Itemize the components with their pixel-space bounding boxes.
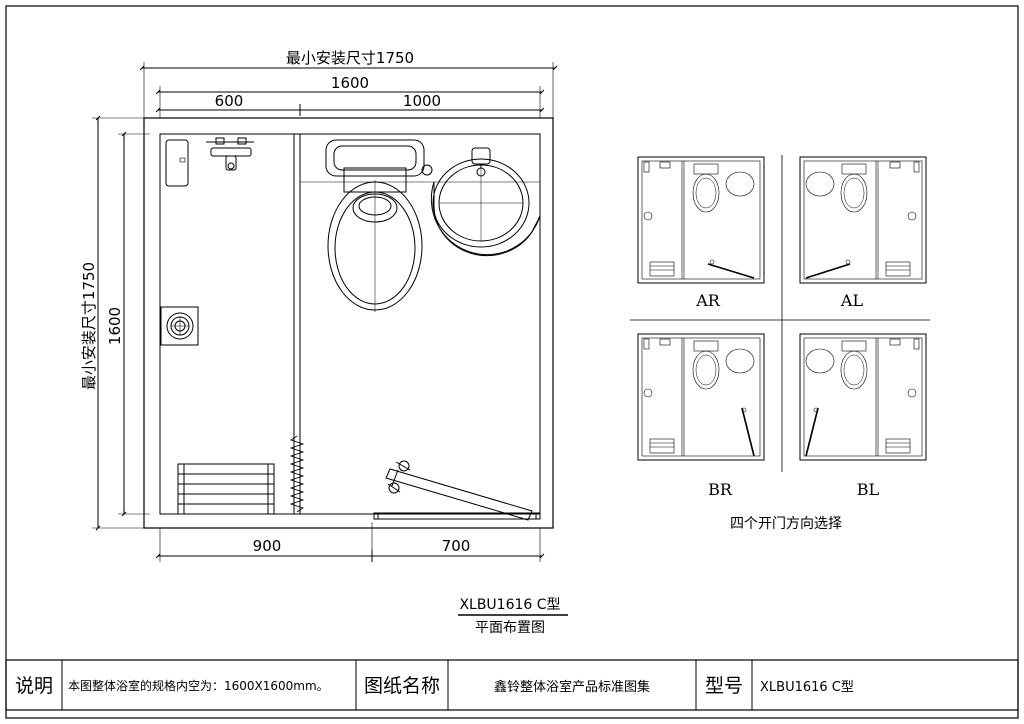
swing-door [385,460,533,521]
right-zone-width-label: 1000 [403,92,441,110]
bottom-dimensions: 900 700 [155,522,545,562]
outer-wall [143,117,554,529]
options-caption: 四个开门方向选择 [730,516,842,532]
left-zone-width-label: 600 [215,92,244,110]
drawing-name-value: 鑫铃整体浴室产品标准图集 [494,679,650,695]
option-bl-diagram [799,333,927,461]
sheet-border [5,5,1019,719]
option-ar-diagram [637,156,765,284]
floor-plan [143,117,554,529]
towel-rack [177,463,275,515]
toilet [325,139,433,312]
option-br-label: BR [708,480,733,499]
left-dimensions: 最小安装尺寸1750 1600 [80,115,150,531]
option-al-label: AL [840,291,864,310]
title-block: 说明 本图整体浴室的规格内空为：1600X1600mm。 图纸名称 鑫铃整体浴室… [5,659,1019,711]
drawing-model: XLBU1616 C型 [459,597,560,613]
min-install-width-label: 最小安装尺寸1750 [286,49,414,67]
shower-shelf [165,139,189,187]
shower-mixer [206,137,254,171]
option-bl-label: BL [857,480,880,499]
door-options: AR AL [630,155,930,532]
model-label: 型号 [705,675,743,697]
option-br-diagram [637,333,765,461]
drawing-title: XLBU1616 C型 平面布置图 [458,597,568,636]
note-text: 本图整体浴室的规格内空为：1600X1600mm。 [68,678,329,693]
drawing-subtitle: 平面布置图 [475,620,545,636]
drawing-name-label: 图纸名称 [364,675,440,697]
floor-drain [160,306,199,346]
inner-width-label: 1600 [331,74,369,92]
top-dimensions: 最小安装尺寸1750 1600 600 1000 [139,49,558,118]
bottom-left-width-label: 900 [253,537,282,555]
shower-curtain [289,435,305,513]
inner-wall [159,133,541,515]
model-value: XLBU1616 C型 [760,680,854,695]
min-install-height-label: 最小安装尺寸1750 [80,262,98,390]
option-ar-label: AR [695,291,721,310]
inner-height-label: 1600 [106,307,124,345]
bottom-right-width-label: 700 [442,537,471,555]
option-al-diagram [799,156,927,284]
door-track [373,512,541,520]
wash-basin [430,147,541,257]
note-label: 说明 [15,675,53,697]
